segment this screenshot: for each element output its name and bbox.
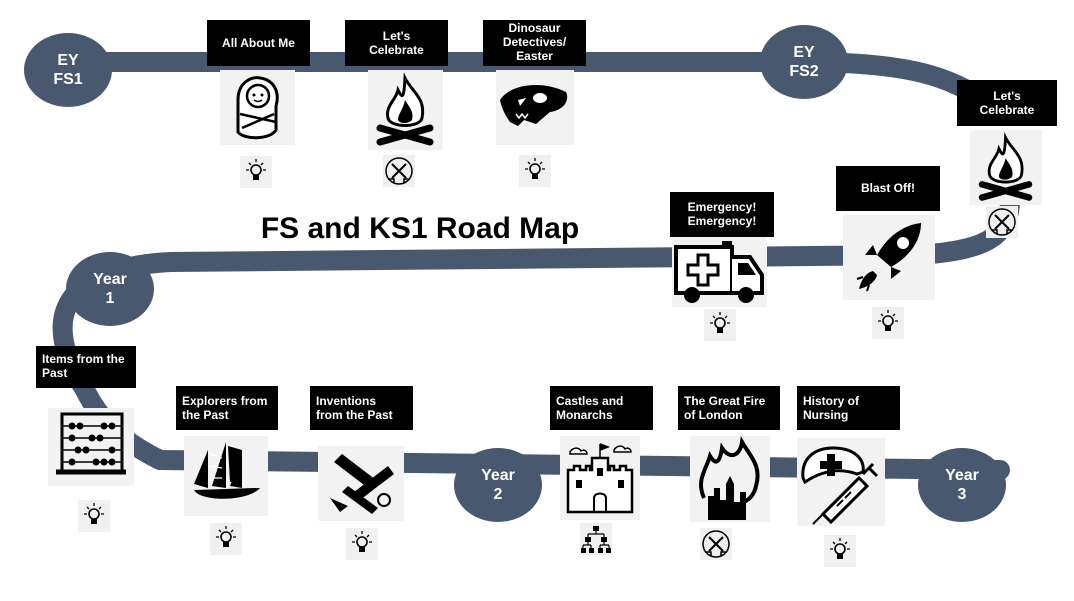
lightbulb-icon <box>519 155 551 187</box>
ship-icon <box>184 436 268 516</box>
topic-label-inventions: Inventions from the Past <box>310 386 413 430</box>
lightbulb-icon <box>78 500 110 532</box>
abacus-icon <box>48 408 134 486</box>
castle-icon <box>560 436 640 520</box>
crossed-swords-icon <box>986 206 1018 238</box>
burning-city-icon <box>690 436 770 522</box>
page-title: FS and KS1 Road Map <box>260 212 580 245</box>
topic-label-explorers: Explorers from the Past <box>176 386 278 430</box>
topic-label-all-about-me: All About Me <box>207 20 310 66</box>
lightbulb-icon <box>210 523 242 555</box>
topic-label-great-fire: The Great Fire of London <box>678 386 780 430</box>
campfire-icon <box>970 130 1042 205</box>
milestone-year-3: Year 3 <box>918 448 1006 522</box>
topic-label-lets-celebrate-1: Let's Celebrate <box>345 20 448 66</box>
topic-label-emergency: Emergency! Emergency! <box>670 192 774 237</box>
topic-label-castles: Castles and Monarchs <box>550 386 653 430</box>
lightbulb-icon <box>872 307 904 339</box>
topic-label-lets-celebrate-2: Let's Celebrate <box>957 80 1057 126</box>
crossed-swords-icon <box>700 528 732 560</box>
lightbulb-icon <box>346 528 378 560</box>
milestone-year-1: Year 1 <box>66 252 154 326</box>
milestone-year-2: Year 2 <box>454 448 542 522</box>
rocket-icon <box>843 215 935 300</box>
lightbulb-icon <box>704 309 736 341</box>
ambulance-icon <box>672 237 767 307</box>
crossed-swords-icon <box>383 155 415 187</box>
nurse-cap-syringe-icon <box>797 438 885 526</box>
biplane-icon <box>318 446 404 521</box>
lightbulb-icon <box>240 156 272 188</box>
hierarchy-icon <box>580 523 612 555</box>
milestone-ey-fs2: EY FS2 <box>760 25 848 99</box>
lightbulb-icon <box>824 535 856 567</box>
topic-label-nursing: History of Nursing <box>797 386 900 430</box>
topic-label-items-past: Items from the Past <box>36 346 136 388</box>
campfire-icon <box>368 70 443 150</box>
baby-icon <box>220 70 295 145</box>
topic-label-blast-off: Blast Off! <box>836 166 940 211</box>
milestone-ey-fs1: EY FS1 <box>24 33 112 107</box>
dinosaur-skull-icon <box>496 70 574 145</box>
topic-label-dinosaur: Dinosaur Detectives/ Easter <box>483 20 586 66</box>
